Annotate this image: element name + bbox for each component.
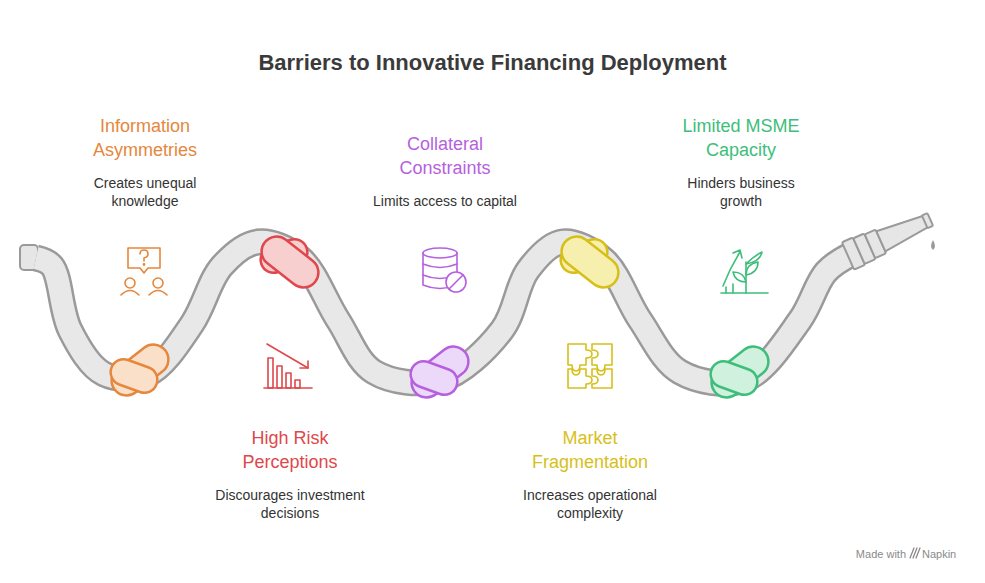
water-drop [931, 240, 935, 250]
icon-market [568, 344, 612, 388]
puzzle-piece [592, 369, 612, 388]
knot-orange [106, 338, 175, 401]
watermark: Napkin [922, 547, 956, 561]
barrier-description: Creates unequal knowledge [80, 174, 210, 210]
knot-loop [256, 230, 325, 293]
bar [277, 366, 282, 388]
barrier-item: Information AsymmetriesCreates unequal k… [35, 114, 255, 210]
barrier-item: Market FragmentationIncreases operationa… [480, 426, 700, 522]
trend-arrow [267, 344, 308, 368]
icon-collateral [423, 248, 466, 292]
person-body [149, 291, 167, 296]
barrier-item: Collateral ConstraintsLimits access to c… [335, 132, 555, 210]
growth-arrow [723, 252, 740, 286]
knot-purple [406, 340, 475, 403]
barrier-heading: Information Asymmetries [75, 114, 215, 162]
database-band [423, 264, 457, 268]
question-symbol [140, 250, 148, 261]
nozzle-tip [922, 213, 933, 228]
barrier-heading: Collateral Constraints [380, 132, 510, 180]
baseline [264, 387, 312, 389]
arrow-head [733, 250, 742, 258]
knot-red [256, 230, 325, 293]
knot-loop [106, 338, 175, 401]
person-body [121, 291, 139, 296]
stem [745, 262, 747, 293]
knot-loop [406, 340, 475, 403]
sprout-marks [726, 284, 733, 293]
bar [268, 358, 273, 388]
icon-information [121, 248, 167, 295]
knot-yellow [556, 230, 625, 293]
leaf [733, 272, 746, 282]
arrow-head [300, 361, 308, 368]
knot-loop [107, 356, 161, 397]
barrier-description: Limits access to capital [345, 192, 545, 210]
prohibition-slash [449, 275, 463, 289]
nozzle [842, 206, 936, 270]
person-head [153, 278, 163, 288]
puzzle-piece [568, 344, 592, 371]
database-top [423, 248, 457, 258]
bar [286, 373, 291, 388]
barrier-description: Hinders business growth [676, 174, 806, 210]
barrier-description: Increases operational complexity [510, 486, 670, 522]
barrier-heading: Limited MSME Capacity [671, 114, 811, 162]
person-head [125, 278, 135, 288]
icon-risk [264, 344, 312, 388]
barrier-heading: High Risk Perceptions [220, 426, 360, 474]
barrier-item: Limited MSME CapacityHinders business gr… [631, 114, 851, 210]
leaf [746, 252, 762, 264]
barrier-description: Discourages investment decisions [203, 486, 378, 522]
icon-growth [721, 250, 768, 293]
question-dot [143, 264, 144, 265]
watermark: Made with [856, 547, 906, 561]
knot-green [706, 340, 775, 403]
ground-line [721, 292, 768, 294]
prohibition-sign [446, 272, 466, 292]
bar [295, 380, 300, 388]
knot-loop [407, 358, 461, 399]
puzzle-piece [592, 344, 612, 371]
barrier-item: High Risk PerceptionsDiscourages investm… [180, 426, 400, 522]
diagram-title: Barriers to Innovative Financing Deploym… [0, 48, 985, 78]
speech-bubble [128, 248, 160, 273]
knot-loop [556, 230, 625, 293]
knot-loop [706, 340, 775, 403]
logo-strokes [910, 548, 920, 558]
puzzle-piece [568, 369, 592, 388]
barrier-heading: Market Fragmentation [520, 426, 660, 474]
napkin-logo [910, 548, 920, 558]
knot-loop [707, 358, 761, 399]
